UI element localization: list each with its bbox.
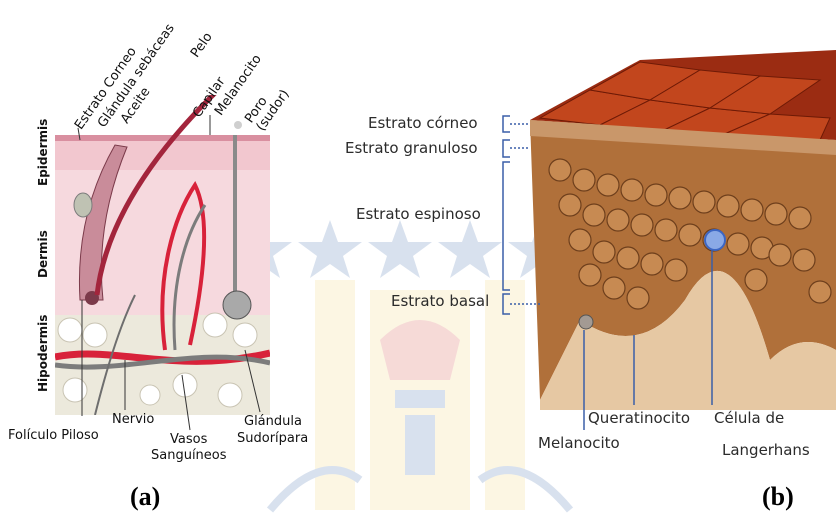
label-estrato-espinoso: Estrato espinoso: [356, 205, 481, 223]
caption-b: (b): [762, 482, 794, 512]
label-celula-de: Célula de: [714, 409, 784, 427]
label-langerhans: Langerhans: [722, 441, 810, 459]
bracket-granuloso: [503, 140, 510, 157]
label-estrato-basal: Estrato basal: [391, 292, 489, 310]
label-queratinocito: Queratinocito: [588, 409, 690, 427]
bracket-corneo: [503, 116, 510, 132]
label-melanocito-b: Melanocito: [538, 434, 620, 452]
label-estrato-granuloso: Estrato granuloso: [345, 139, 478, 157]
bracket-basal: [503, 294, 510, 314]
label-estrato-corneo-b: Estrato córneo: [368, 114, 478, 132]
bracket-espinoso: [503, 162, 510, 290]
caption-a: (a): [130, 482, 160, 512]
